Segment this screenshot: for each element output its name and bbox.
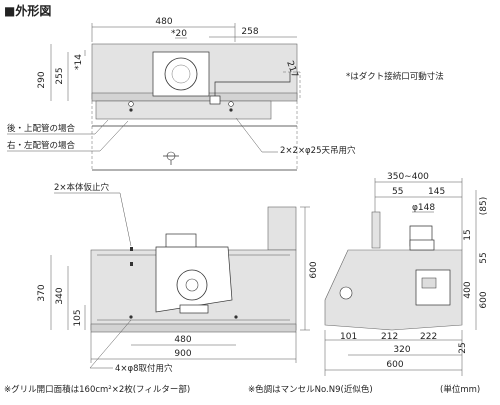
dim-222: 222 [420,332,437,342]
top-view: 480 *20 258 290 255 *14 217 *はダクト接続口可動寸法… [7,17,444,171]
dim-340: 340 [55,287,65,304]
duct-inner-ring [171,64,191,84]
footer-grille: ※グリル開口面積は160cm²×2枚(フィルター部) [4,384,190,395]
label-ceiling-holes: 2×2×φ25天吊用穴 [280,145,356,156]
dim-side-55: 55 [392,187,403,197]
leader-holes [235,117,278,153]
ceiling-hole-2 [228,101,234,107]
dim-900: 900 [174,349,191,359]
dim-105: 105 [73,309,83,326]
dim-148: φ148 [412,203,435,213]
dim-255: 255 [55,67,65,84]
dim-25: 25 [458,342,468,353]
dim-14: *14 [74,54,84,70]
wire-box [209,95,221,105]
fan-hub [185,278,199,292]
dim-offset-20: *20 [171,29,187,39]
front-duct-top [165,233,197,249]
leader-rear [7,119,109,135]
label-rear-piping: 後・上配管の場合 [7,123,76,134]
ceiling-hole-4 [229,108,233,112]
footer-unit: (単位mm) [440,384,480,395]
dim-lines-left [50,44,86,101]
dim-side-600: 600 [479,291,489,308]
dim-212: 212 [381,332,398,342]
dim-320: 320 [393,345,410,355]
dim-line-front-600 [300,206,310,331]
dim-480: 480 [155,17,172,27]
front-view: 2×本体仮止穴 4×φ8取付用穴 600 370 340 105 480 900 [37,182,319,374]
dim-85: (85) [479,197,489,215]
dim-range: 350∼400 [387,172,429,182]
cord-route [214,72,291,96]
temp-hole-1 [130,247,133,251]
top-view-side-guides [91,101,298,170]
dim-front-480: 480 [174,335,191,345]
dim-101: 101 [340,332,357,342]
leader-mount [89,319,132,369]
fan-motor [179,304,209,314]
dim-258: 258 [241,27,258,37]
temp-hole-2 [130,262,133,266]
leader-temp [54,192,132,247]
label-side-piping: 右・左配管の場合 [7,140,76,151]
ceiling-hole-3 [129,108,133,112]
side-duct-neck [371,211,381,249]
side-view: 350∼400 55 145 φ148 (85) 15 55 400 600 1… [324,172,489,376]
dim-290: 290 [37,71,47,88]
dim-line-range [374,178,463,250]
front-lower-lip [90,323,297,333]
side-motor [421,277,437,289]
side-knob [339,286,353,300]
label-temp-holes: 2×本体仮止穴 [54,182,110,193]
side-duct-base [409,239,435,251]
fan-impeller [176,269,208,301]
duct-outlet [164,57,198,91]
dim-line-side-bottom [324,330,463,376]
note-duct-adjust: *はダクト接続口可動寸法 [346,71,444,82]
footer-color: ※色調はマンセルNo.N9(近似色) [248,384,373,395]
dim-145: 145 [428,187,445,197]
cord-guide-dash [283,71,301,100]
ceiling-hole-1 [128,101,134,107]
front-side-panel [267,206,297,251]
dim-side-55v: 55 [479,252,489,263]
dim-front-600: 600 [309,261,319,278]
dim-lines-front-left [50,255,86,330]
dim-side-600w: 600 [386,360,403,370]
top-view-rail [95,100,272,120]
mount-hole-1 [129,315,133,319]
dim-400: 400 [463,281,473,298]
dim-line-480 [91,23,236,42]
leader-side [7,120,129,152]
dim-line-900 [90,332,297,363]
dim-370: 370 [37,284,47,301]
hanging-knob-mark [163,155,179,165]
label-mount-holes: 4×φ8取付用穴 [115,363,173,374]
dim-15: 15 [463,229,473,240]
page-title: ■外形図 [4,3,51,18]
mount-hole-2 [234,315,238,319]
